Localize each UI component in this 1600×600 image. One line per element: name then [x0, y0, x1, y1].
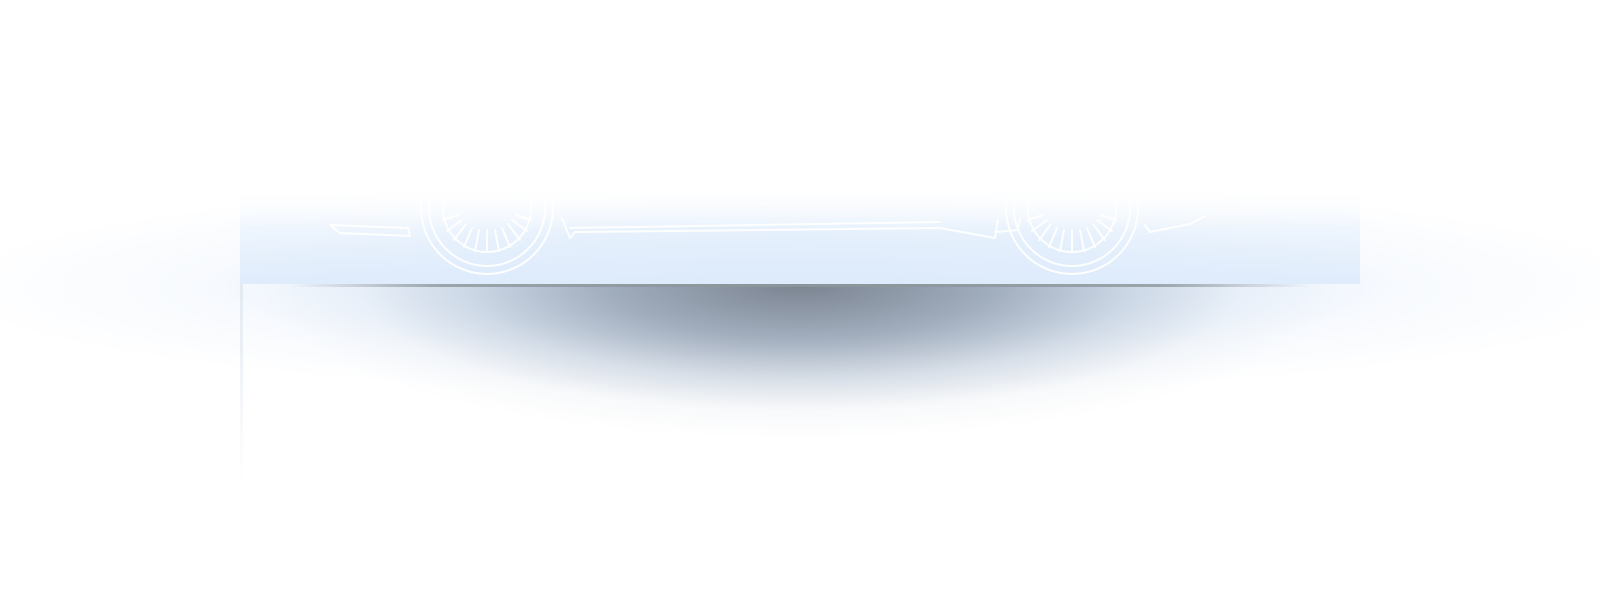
top-fade-overlay	[0, 0, 1600, 230]
floor-left-edge	[240, 284, 243, 484]
bottom-fade-overlay	[0, 470, 1600, 600]
floor-line	[290, 284, 1310, 287]
